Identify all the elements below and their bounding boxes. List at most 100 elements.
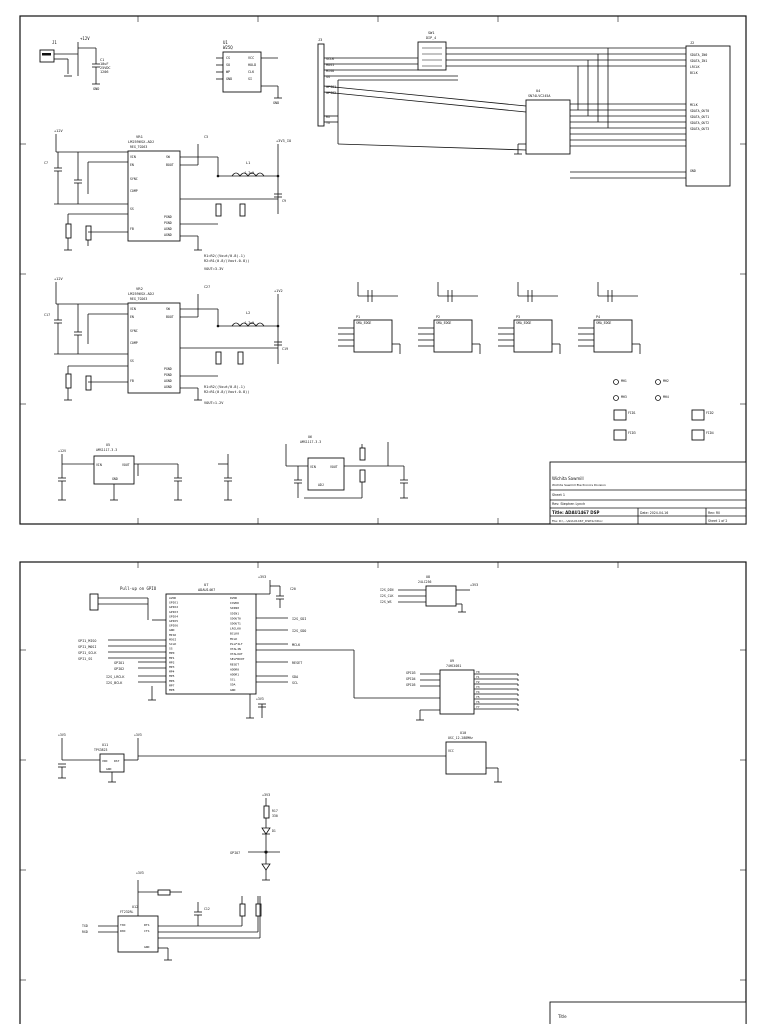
svg-text:SMA_EDGE: SMA_EDGE [436,321,451,325]
j2-net-9: GND [690,169,696,173]
oscillator: U10 OSC_12.288MHz VCC [138,731,502,783]
mux-pin: Y0 [476,670,480,674]
vr2-pin-r0: SW [166,307,170,311]
svg-text:MH1: MH1 [621,379,627,383]
dsp-pin-left: MP3 [169,665,175,669]
sma-p4: P4 SMA_EDGE [578,282,641,354]
flash-pin-l2: SO [226,63,230,67]
sma-p1: P1 SMA_EDGE [338,282,401,354]
svg-text:MH4: MH4 [663,395,669,399]
svg-text:GPIO2: GPIO2 [114,667,124,671]
flash-ref: U1 [223,40,228,45]
flash-gnd: GND [273,101,279,105]
title-rev: Rev: R0 [708,511,720,515]
svg-text:RXD: RXD [82,930,88,934]
ftdi-part: FT232RL [120,910,134,914]
vr2-pin-r2: PGND [164,367,172,371]
dsp-pin-right: SDIN1 [230,611,239,615]
svg-text:P2: P2 [436,315,440,319]
dsp-pins-left: AVDDGPIO1GPIO2GPIO3GPIO4GPIO5GPIO6GNDMIS… [169,596,178,692]
vr1-pin-l3: COMP [130,189,138,193]
dip-ref: SW1 [428,31,435,35]
flash-pin-l4: GND [226,77,232,81]
svg-text:+3V3: +3V3 [470,583,478,587]
svg-text:SCL: SCL [292,681,298,685]
j2-net-1: SDATA_IN1 [690,59,707,63]
dsp-pin-right: SDIN0 [230,606,239,610]
vr1-pin-l4: SS [130,207,134,211]
eeprom-ref: U8 [426,575,430,579]
vr2-pin-r4: AGND [164,379,172,383]
title-2-label: Title [557,1014,567,1019]
dsp-pin-right: DVDD [230,596,237,600]
dsp-pin-left: MP5 [169,674,175,678]
svg-text:SMA_EDGE: SMA_EDGE [596,321,611,325]
dsp-pin-left: AVDD [169,596,176,600]
svg-text:VOUT: VOUT [330,465,338,469]
svg-text:VOUT: VOUT [122,463,130,467]
svg-text:GPIO4: GPIO4 [406,677,416,681]
border-ticks-2 [20,562,746,981]
j2-net-2: LRCLK [690,65,700,69]
dsp-pin-left: MISO [169,633,176,637]
led-chain: +3V3 R17 330 D1 GPIO7 [230,793,280,881]
mux-chip: U9 74HC4051 GPIO3 GPIO4 GPIO5 Y0Y1Y2Y3Y4… [406,659,519,721]
dsp-pin-left: GPIO6 [169,624,178,628]
svg-text:I2S_WS: I2S_WS [380,600,392,604]
svg-text:+3V3: +3V3 [136,871,144,875]
dsp-pin-left: SCLK [169,642,176,646]
svg-text:TXD: TXD [120,923,126,927]
dsp-pin-right: LRCLK0 [230,627,241,631]
vr2-note3: VOUT=1.2V [204,401,224,405]
vr2-inductor: L2 [246,311,250,315]
svg-text:+12V: +12V [58,449,66,453]
svg-text:SPI1_MOSI: SPI1_MOSI [78,645,96,649]
vr2-cap-boot: C27 [204,285,210,289]
dsp-part: ADAU1467 [198,588,215,592]
vr1-pin-r5: AGND [164,233,172,237]
vr2-ref: VR2 [136,286,143,291]
vr2-pin-l4: SS [130,359,134,363]
dsp-chip: U7 ADAU1467 AVDDGPIO1GPIO2GPIO3GPIO4GPIO… [165,582,257,695]
svg-text:VCC: VCC [448,749,454,753]
net-rx: RX [326,115,331,119]
j2-net-3: BCLK [690,71,698,75]
mux-pin: Y6 [476,700,480,704]
net-mosi: MOSI [326,63,334,67]
title-subtitle: Wichita Sawmill Electronics Division [552,483,606,487]
j2-ref: J2 [690,41,694,45]
dsp-pin-right: SDA [230,683,236,687]
schematic-sheet-1: J1 +12V C1 10uF 25VDC 1206 GND U1 W25Q C… [18,14,748,526]
svg-text:FID3: FID3 [628,431,636,435]
svg-text:VIN: VIN [96,463,102,467]
svg-text:GPIO3: GPIO3 [406,671,416,675]
ldo-left-ref: U5 [106,443,110,447]
svg-text:SPI1_MISO: SPI1_MISO [78,639,96,643]
vr1-pin-r4: AGND [164,227,172,231]
left-conn-label: J3 [318,38,322,42]
vr2-in-net: +12V [54,277,63,281]
svg-text:MH2: MH2 [663,379,669,383]
vr2-cout: C19 [282,347,288,351]
mounting-holes: MH1 MH2 MH3 MH4 [613,379,669,401]
mux-part: 74HC4051 [446,664,461,668]
dsp-pin-left: GND [169,628,175,632]
dsp-pin-left: MP6 [169,679,175,683]
dsp-pin-right: ADDR1 [230,673,239,677]
dsp-pin-right: ADDR0 [230,667,239,671]
vr2-pin-l0: VIN [130,307,136,311]
ldo-left: +12V U5 AMS1117-3.3 VIN VOUT GND [58,443,232,501]
vr1-cap-boot: C3 [204,135,208,139]
vr1-pin-l5: FB [130,227,134,231]
j2-net-0: SDATA_IN0 [690,53,707,57]
svg-text:+3V3: +3V3 [58,733,66,737]
dsp-pin-right: SCL [230,678,236,682]
vr1-pin-l1: EN [130,163,134,167]
cap-c1-volt: 25VDC [100,66,111,70]
flash-pin-r2: HOLD [248,63,256,67]
mux-pin: Y2 [476,680,480,684]
dip-part: DIP_4 [426,36,436,40]
svg-text:RST: RST [114,759,120,763]
vr1-pin-r1: BOOT [166,163,174,167]
j2-net-7: SDATA_OUT2 [690,121,709,125]
